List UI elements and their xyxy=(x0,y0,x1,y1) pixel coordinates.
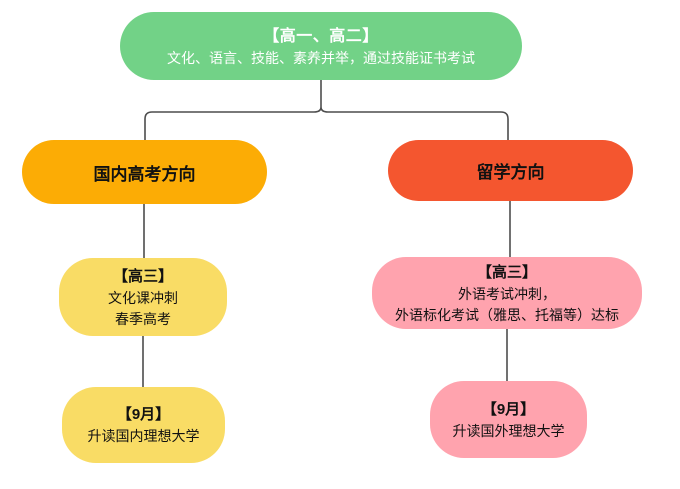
node-abroad-september: 【9月】 升读国外理想大学 xyxy=(430,381,587,458)
node-domestic-grade3: 【高三】 文化课冲刺 春季高考 xyxy=(59,258,227,336)
node-abroad-grade3-title: 【高三】 xyxy=(476,263,537,281)
node-branch-domestic: 国内高考方向 xyxy=(22,140,267,204)
node-domestic-grade3-title: 【高三】 xyxy=(112,267,173,285)
node-domestic-grade3-line1: 文化课冲刺 xyxy=(108,289,178,306)
connector-fork xyxy=(144,106,509,140)
node-branch-abroad-label: 留学方向 xyxy=(476,163,545,182)
node-abroad-grade3-line1: 外语考试冲刺， xyxy=(458,285,556,302)
node-domestic-september-line1: 升读国内理想大学 xyxy=(87,428,200,444)
node-branch-abroad: 留学方向 xyxy=(388,140,633,201)
node-abroad-grade3: 【高三】 外语考试冲刺， 外语标化考试（雅思、托福等）达标 xyxy=(372,257,642,329)
node-grade1-2: 【高一、高二】 文化、语言、技能、素养并举，通过技能证书考试 xyxy=(120,12,522,80)
node-grade1-2-subtitle: 文化、语言、技能、素养并举，通过技能证书考试 xyxy=(167,49,475,66)
node-abroad-grade3-line2: 外语标化考试（雅思、托福等）达标 xyxy=(395,306,619,323)
node-abroad-september-line1: 升读国外理想大学 xyxy=(452,422,565,439)
node-domestic-september-title: 【9月】 xyxy=(116,406,171,423)
node-abroad-september-title: 【9月】 xyxy=(481,400,536,418)
node-domestic-grade3-line2: 春季高考 xyxy=(115,310,171,327)
node-branch-domestic-label: 国内高考方向 xyxy=(93,164,196,184)
node-grade1-2-title: 【高一、高二】 xyxy=(263,27,379,45)
node-domestic-september: 【9月】 升读国内理想大学 xyxy=(62,387,225,463)
